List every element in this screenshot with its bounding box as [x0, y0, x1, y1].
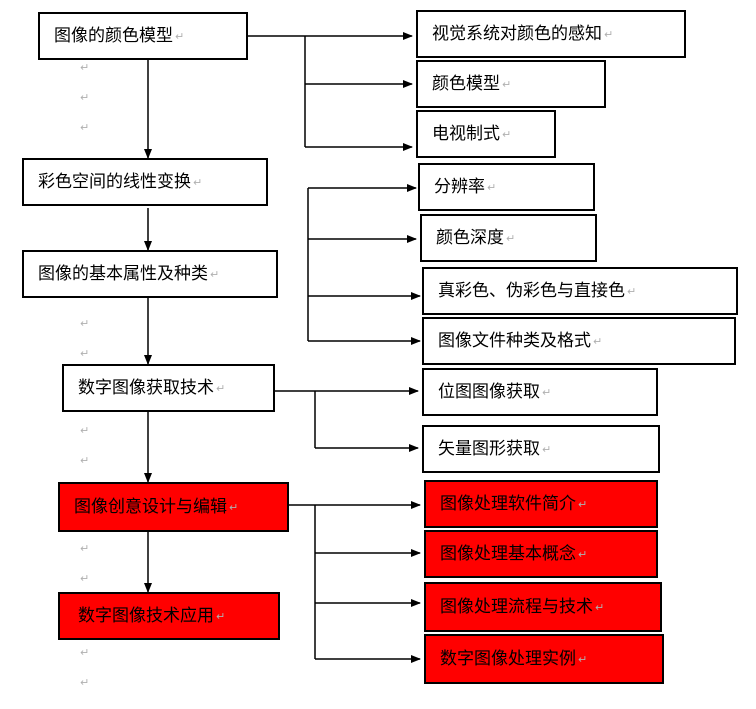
box-color-model: 图像的颜色模型↵: [38, 12, 248, 60]
paragraph-mark-icon: ↵: [578, 497, 588, 511]
box-label: 分辨率: [434, 176, 485, 197]
box-software-intro: 图像处理软件简介↵: [424, 480, 658, 528]
paragraph-mark-icon: ↵: [502, 77, 512, 91]
paragraph-mark-icon: ↵: [80, 121, 90, 134]
paragraph-mark-icon: ↵: [80, 347, 90, 360]
paragraph-mark-icon: ↵: [216, 381, 226, 395]
box-color-depth: 颜色深度↵: [420, 214, 597, 262]
box-file-formats: 图像文件种类及格式↵: [422, 317, 736, 365]
box-label: 数字图像获取技术: [78, 377, 214, 398]
box-bitmap-acquisition: 位图图像获取↵: [422, 368, 658, 416]
box-label: 图像的基本属性及种类: [38, 263, 208, 284]
paragraph-mark-icon: ↵: [542, 385, 552, 399]
box-label: 图像处理流程与技术: [440, 596, 593, 617]
box-label: 数字图像处理实例: [440, 648, 576, 669]
paragraph-mark-icon: ↵: [80, 676, 90, 689]
paragraph-mark-icon: ↵: [487, 180, 497, 194]
paragraph-mark-icon: ↵: [502, 127, 512, 141]
paragraph-mark-icon: ↵: [604, 27, 614, 41]
paragraph-mark-icon: ↵: [506, 231, 516, 245]
box-label: 图像的颜色模型: [54, 25, 173, 46]
box-label: 彩色空间的线性变换: [38, 171, 191, 192]
box-label: 电视制式: [432, 123, 500, 144]
box-tv-standard: 电视制式↵: [416, 110, 556, 158]
box-process-tech: 图像处理流程与技术↵: [424, 582, 662, 632]
paragraph-mark-icon: ↵: [80, 424, 90, 437]
paragraph-mark-icon: ↵: [80, 317, 90, 330]
box-practical-examples: 数字图像处理实例↵: [424, 634, 664, 684]
box-vector-acquisition: 矢量图形获取↵: [422, 425, 660, 473]
paragraph-mark-icon: ↵: [80, 454, 90, 467]
box-label: 图像创意设计与编辑: [74, 496, 227, 517]
paragraph-mark-icon: ↵: [80, 646, 90, 659]
box-label: 矢量图形获取: [438, 438, 540, 459]
box-creative-design: 图像创意设计与编辑↵: [58, 482, 289, 532]
paragraph-mark-icon: ↵: [210, 267, 220, 281]
box-resolution: 分辨率↵: [418, 163, 595, 211]
box-linear-transform: 彩色空间的线性变换↵: [22, 158, 268, 206]
paragraph-mark-icon: ↵: [80, 91, 90, 104]
paragraph-mark-icon: ↵: [578, 547, 588, 561]
paragraph-mark-icon: ↵: [80, 572, 90, 585]
paragraph-mark-icon: ↵: [542, 442, 552, 456]
box-label: 数字图像技术应用: [78, 605, 214, 626]
box-true-pseudo-direct: 真彩色、伪彩色与直接色↵: [422, 267, 738, 315]
paragraph-mark-icon: ↵: [80, 61, 90, 74]
box-label: 视觉系统对颜色的感知: [432, 23, 602, 44]
paragraph-mark-icon: ↵: [578, 652, 588, 666]
box-label: 真彩色、伪彩色与直接色: [438, 280, 625, 301]
paragraph-mark-icon: ↵: [595, 600, 605, 614]
box-label: 图像文件种类及格式: [438, 330, 591, 351]
paragraph-mark-icon: ↵: [593, 334, 603, 348]
paragraph-mark-icon: ↵: [627, 284, 637, 298]
box-label: 图像处理软件简介: [440, 493, 576, 514]
paragraph-mark-icon: ↵: [216, 609, 226, 623]
paragraph-mark-icon: ↵: [175, 29, 185, 43]
box-label: 颜色深度: [436, 227, 504, 248]
box-label: 图像处理基本概念: [440, 543, 576, 564]
box-basic-concepts: 图像处理基本概念↵: [424, 530, 658, 578]
box-acquisition-tech: 数字图像获取技术↵: [62, 364, 275, 412]
paragraph-mark-icon: ↵: [80, 542, 90, 555]
box-color-model-sub: 颜色模型↵: [416, 60, 606, 108]
box-visual-perception: 视觉系统对颜色的感知↵: [416, 10, 686, 58]
box-basic-attributes: 图像的基本属性及种类↵: [22, 250, 278, 298]
paragraph-mark-icon: ↵: [193, 175, 203, 189]
paragraph-mark-icon: ↵: [229, 500, 239, 514]
box-label: 位图图像获取: [438, 381, 540, 402]
box-label: 颜色模型: [432, 73, 500, 94]
box-tech-application: 数字图像技术应用↵: [58, 592, 280, 640]
